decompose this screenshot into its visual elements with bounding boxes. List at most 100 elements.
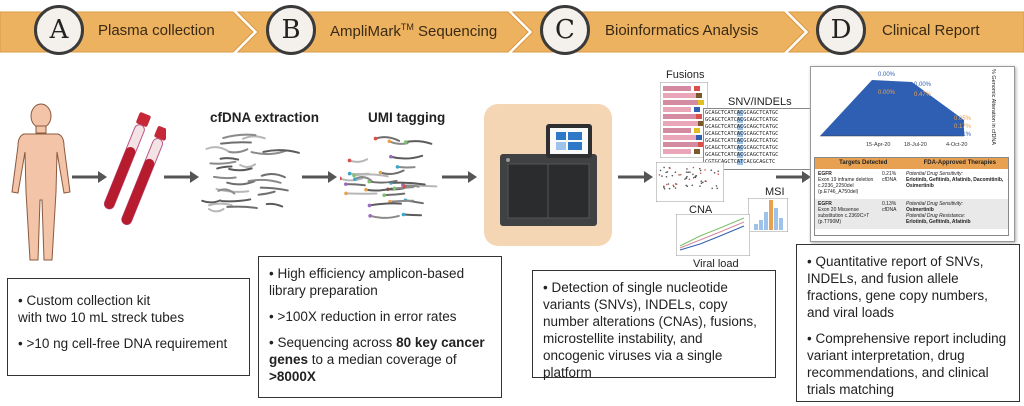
box-d: • Quantitative report of SNVs, INDELs, a… [796, 244, 1020, 402]
report-table: Targets Detected FDA-Approved Therapies … [814, 157, 1009, 236]
table-header-targets: Targets Detected [815, 158, 912, 169]
dna-fragment [389, 154, 424, 160]
coverage-scatter-plot [656, 162, 724, 202]
dna-fragment [228, 148, 249, 154]
scatter-point [686, 168, 688, 170]
fusion-bar [663, 121, 701, 126]
umi-tag [403, 140, 408, 144]
cfdna-fragments-icon [201, 133, 300, 213]
dna-fragment [364, 187, 393, 192]
pct-r5: 0.21% [954, 132, 972, 138]
dna-fragment [207, 207, 225, 213]
fusion-bar [663, 135, 696, 140]
alteration-trend-chart: 0.00% 0.00% 1.12% 0.00% 0.47% 0.55% 0.05… [820, 72, 972, 148]
dna-fragment [388, 199, 415, 203]
scatter-point [661, 175, 663, 177]
scatter-point [704, 169, 706, 171]
msi-bar [774, 208, 778, 230]
msi-bar [759, 220, 763, 230]
scatter-frame [656, 162, 724, 202]
scatter-point [692, 173, 694, 176]
fusion-bar [663, 107, 691, 112]
pct-l1: 0.00% [878, 90, 896, 96]
scatter-point [665, 183, 668, 186]
dna-fragment [344, 183, 366, 187]
scatter-point [663, 166, 665, 169]
scatter-point [710, 169, 713, 172]
snv-read: GCAGCTCATCACGCAGCTCATGC [705, 124, 779, 130]
dna-fragment [368, 202, 402, 207]
scatter-point [678, 174, 680, 176]
step-a-badge: A [34, 5, 84, 55]
snv-read: GCAGCTCATCACGCAGCTCATGC [705, 131, 779, 137]
dna-fragment [257, 190, 276, 196]
scatter-point [695, 175, 698, 177]
dna-fragment [369, 214, 400, 219]
dna-fragment [404, 140, 433, 145]
fusion-tick [694, 128, 700, 133]
msi-bar [764, 212, 768, 230]
umi-tag [395, 165, 400, 169]
scatter-point [686, 175, 688, 178]
dna-fragment [219, 157, 240, 161]
scatter-point [667, 183, 670, 185]
pct-r0: 0.00% [914, 82, 932, 88]
scatter-point [666, 171, 669, 173]
box-c-item-1: • Detection of single nucleotide variant… [543, 280, 757, 380]
flow-arrow-6 [776, 171, 811, 183]
scatter-point [687, 171, 689, 173]
umi-fragments-icon [340, 136, 438, 219]
dna-fragment [259, 186, 289, 192]
dna-fragment [201, 199, 222, 204]
fusion-bar [663, 149, 691, 154]
date-2: 4-Oct-20 [946, 142, 967, 148]
scatter-point [686, 185, 689, 187]
msi-bar [754, 224, 758, 230]
pct-r3: 0.05% [954, 116, 972, 122]
viral-series-line [679, 217, 745, 247]
date-1: 18-Jul-20 [904, 142, 927, 148]
scatter-point [716, 187, 719, 190]
scatter-point [717, 173, 720, 175]
dna-fragment [239, 163, 257, 169]
blood-tube-icon [104, 112, 166, 226]
umi-tag [367, 203, 372, 208]
umi-tag [392, 186, 397, 191]
scatter-point [700, 180, 703, 183]
pct-r1: 0.47% [914, 92, 932, 98]
snv-read: GCAGCTCATCACGCAGCTCATGC [705, 145, 779, 151]
fusion-bar [663, 128, 691, 133]
fusions-label: Fusions [666, 69, 705, 81]
fusion-tick [698, 100, 704, 105]
dna-fragment [403, 184, 420, 188]
msi-bar [779, 218, 783, 230]
viral-series-line [679, 225, 745, 251]
fusion-tick [696, 93, 702, 98]
scatter-point [694, 176, 697, 179]
scatter-point [704, 180, 707, 182]
umi-tag [347, 171, 352, 176]
fusion-tick [696, 135, 702, 140]
umi-tag [344, 191, 348, 196]
dna-fragment [220, 198, 252, 203]
fusion-tick [694, 149, 700, 154]
step-d-badge: D [816, 5, 866, 55]
scatter-point [713, 172, 716, 174]
dna-fragment [247, 178, 282, 184]
table-cell-pct: 0.13%cfDNA [882, 201, 897, 213]
scatter-point [689, 171, 691, 173]
dna-fragment [390, 181, 426, 186]
scatter-point [717, 170, 720, 172]
fusion-tick [694, 86, 700, 91]
axis-title-wrap: % Genomic Alteration in cfDNA [976, 69, 1010, 146]
flow-arrow-2 [164, 171, 199, 183]
box-d-item-2: • Comprehensive report including variant… [807, 331, 1007, 397]
dna-fragment [353, 173, 389, 178]
flow-arrow-4 [442, 171, 477, 183]
scatter-point [684, 178, 686, 180]
umi-tag [352, 173, 356, 178]
dna-fragment [374, 136, 401, 142]
snv-read: GCAGCTCATCACGCAGCTCATGC [705, 138, 779, 144]
